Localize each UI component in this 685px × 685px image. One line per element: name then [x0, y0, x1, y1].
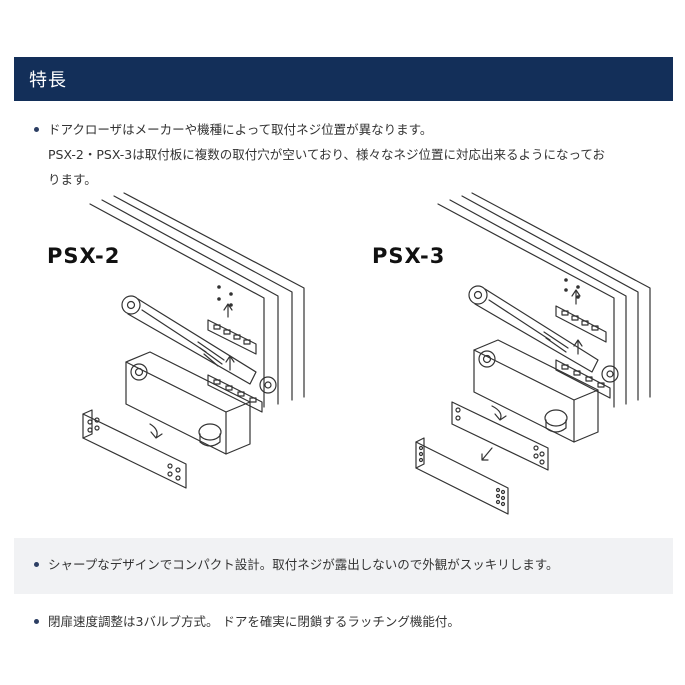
product-diagram: [82, 192, 651, 515]
feature-item-valve-latching: 閉扉速度調整は3バルブ方式。 ドアを確実に閉鎖するラッチング機能付。: [34, 609, 460, 634]
feature-item-screw-positions: ドアクローザはメーカーや機種によって取付ネジ位置が異なります。 PSX-2・PS…: [34, 117, 605, 192]
model-label-psx2: PSX-2: [47, 244, 121, 268]
psx2-illustration: [82, 192, 305, 489]
bullet-icon: [34, 562, 39, 567]
feature-highlight-band: [14, 538, 673, 594]
model-label-psx3: PSX-3: [372, 244, 446, 268]
door-frame: [437, 192, 651, 408]
section-title: 特長: [29, 70, 67, 91]
mount-plate-lower: [555, 339, 611, 399]
closer-arm: [121, 295, 277, 394]
bullet-icon: [34, 619, 39, 624]
back-plate: [82, 409, 187, 489]
feature-text-line1: ドアクローザはメーカーや機種によって取付ネジ位置が異なります。: [48, 122, 433, 137]
door-frame: [89, 192, 305, 408]
middle-plate: [451, 401, 549, 471]
section-header: 特長: [14, 57, 673, 101]
closer-arm: [468, 285, 619, 383]
rotate-arrow-icon: [149, 423, 163, 439]
insert-arrow-icon: [481, 447, 493, 461]
feature-text-line2: PSX-2・PSX-3は取付板に複数の取付穴が空いており、様々なネジ位置に対応出…: [48, 147, 606, 162]
closer-body: [125, 351, 251, 455]
back-plate: [415, 437, 509, 515]
feature-text: 閉扉速度調整は3バルブ方式。 ドアを確実に閉鎖するラッチング機能付。: [48, 614, 460, 629]
mount-plate-upper: [555, 289, 607, 343]
feature-text: シャープなデザインでコンパクト設計。取付ネジが露出しないので外観がスッキリします…: [48, 557, 559, 572]
closer-body: [473, 339, 599, 443]
psx3-illustration: [415, 192, 651, 515]
rotate-arrow-icon: [491, 405, 507, 421]
mount-plate-upper: [207, 303, 257, 355]
feature-text-line3: ります。: [48, 172, 97, 187]
bullet-icon: [34, 127, 39, 132]
feature-item-compact-design: シャープなデザインでコンパクト設計。取付ネジが露出しないので外観がスッキリします…: [34, 552, 559, 577]
